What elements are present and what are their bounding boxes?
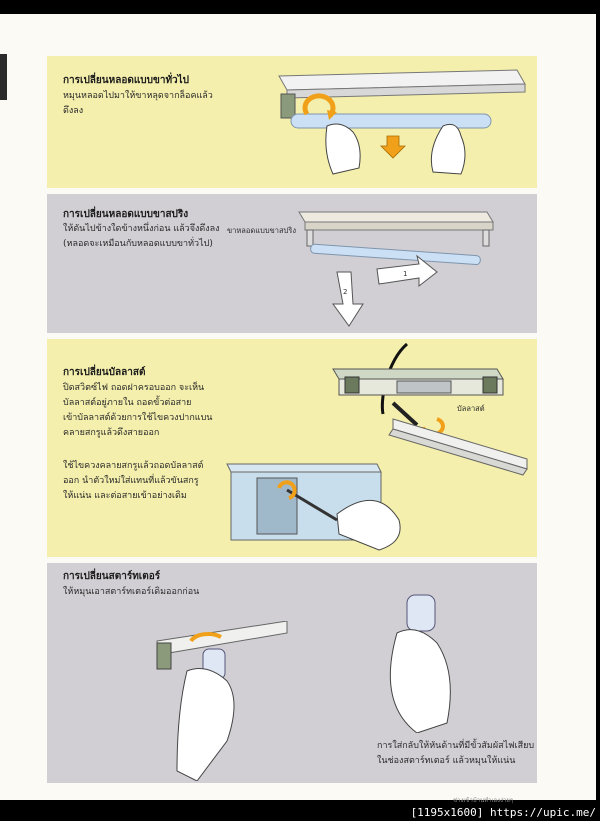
section-standard-pin-tube: การเปลี่ยนหลอดแบบขาทั่วไป หมุนหลอดไปมาให… (47, 56, 537, 188)
spring-pin-label: ขาหลอดแบบขาสปริง (227, 226, 296, 235)
document-page: การเปลี่ยนหลอดแบบขาทั่วไป หมุนหลอดไปมาให… (0, 14, 596, 804)
section-body: ให้ดันไปข้างใดข้างหนึ่งก่อน แล้วจึงดึงลง… (63, 224, 220, 249)
section-body-2: ใช้ไขควงคลายสกรูแล้วถอดบัลลาสต์ ออก นำตั… (63, 461, 204, 501)
arrow-2-label: 2 (343, 288, 347, 296)
spring-tube-illustration: 1 2 (298, 211, 494, 327)
page-binding-edge (0, 54, 7, 100)
section-spring-pin-tube: การเปลี่ยนหลอดแบบขาสปริง ให้ดันไปข้างใดข… (47, 194, 537, 333)
page-footer: ช่างเข้าบ้านทำเองง่ายๆ (453, 797, 514, 804)
section-body: หมุนหลอดไปมาให้ขาหลุดจากล็อคแล้ว ดึงลง (63, 91, 213, 116)
section-title: การเปลี่ยนบัลลาสต์ (63, 367, 146, 378)
image-credit: [1195x1600] https://upic.me/ (410, 806, 596, 819)
section-title: การเปลี่ยนหลอดแบบขาทั่วไป (63, 75, 190, 86)
section-body: ปิดสวิตซ์ไฟ ถอดฝาครอบออก จะเห็น บัลลาสต์… (63, 383, 213, 438)
section-body: ให้หมุนเอาสตาร์ทเตอร์เดิมออกก่อน (63, 587, 200, 597)
starter-insert-illustration (389, 594, 451, 733)
section-ballast: การเปลี่ยนบัลลาสต์ ปิดสวิตซ์ไฟ ถอดฝาครอบ… (47, 339, 537, 557)
section-title: การเปลี่ยนสตาร์ทเตอร์ (63, 571, 161, 582)
section-starter: การเปลี่ยนสตาร์ทเตอร์ ให้หมุนเอาสตาร์ทเต… (47, 563, 537, 783)
section-title: การเปลี่ยนหลอดแบบขาสปริง (63, 209, 189, 220)
starter-removal-illustration (156, 621, 288, 781)
section-body-2: การใส่กลับให้หันด้านที่มีขั้วสัมผัสไฟเสี… (377, 741, 535, 766)
screwdriver-illustration (226, 463, 401, 551)
arrow-1-label: 1 (403, 270, 407, 278)
ballast-illustration (332, 342, 528, 476)
ballast-label: บัลลาสต์ (457, 404, 485, 413)
tube-removal-illustration (278, 69, 526, 175)
